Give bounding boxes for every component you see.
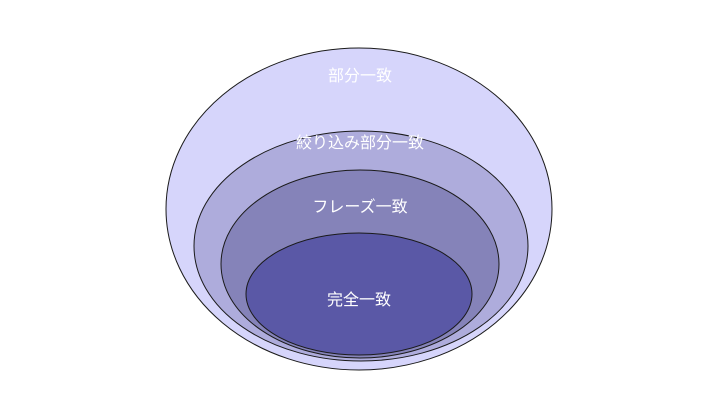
ring-exact-match-label: 完全一致	[327, 290, 391, 309]
ring-modified-broad-match-label: 絞り込み部分一致	[296, 133, 424, 152]
ring-exact-match	[245, 232, 473, 356]
ring-broad-match-label: 部分一致	[328, 66, 392, 85]
ring-phrase-match-label: フレーズ一致	[312, 197, 407, 216]
